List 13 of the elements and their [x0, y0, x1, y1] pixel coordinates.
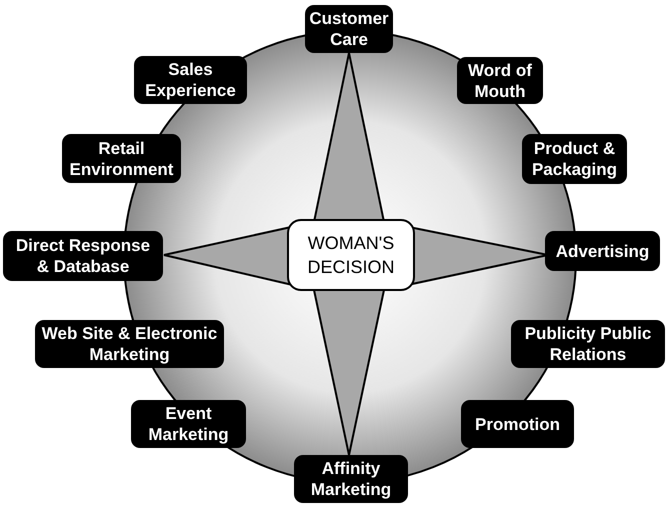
factor-label: Retail Environment: [62, 134, 181, 183]
factor-label: Customer Care: [305, 5, 393, 53]
factor-label: Affinity Marketing: [294, 455, 408, 503]
factor-label: Product & Packaging: [522, 134, 627, 184]
factor-label: Sales Experience: [134, 56, 247, 104]
decision-box: WOMAN'S DECISION: [287, 219, 415, 291]
factor-label: Event Marketing: [131, 400, 246, 448]
factor-label: Promotion: [461, 400, 574, 448]
factor-label: Word of Mouth: [457, 57, 543, 104]
factor-label: Direct Response & Database: [3, 231, 163, 281]
factor-label: Web Site & Electronic Marketing: [35, 320, 224, 368]
factor-label: Publicity Public Relations: [511, 320, 665, 368]
factor-label: Advertising: [545, 231, 660, 271]
